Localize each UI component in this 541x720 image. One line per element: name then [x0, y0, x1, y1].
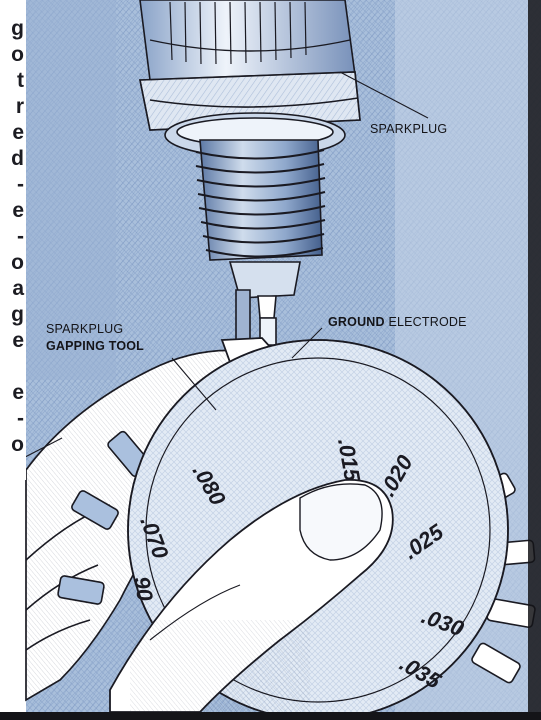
electrode-label: ELECTRODE [388, 315, 466, 329]
text-fragment: e [4, 330, 24, 352]
text-fragment: o [4, 44, 24, 66]
text-fragment: o [4, 434, 24, 456]
text-fragment: - [4, 408, 24, 430]
text-fragment: - [4, 174, 24, 196]
text-fragment: e [4, 122, 24, 144]
clipped-body-text: g o t r e d - e - o a g e e - o [0, 0, 26, 480]
bottom-rule [0, 712, 541, 720]
ground-label-bold: GROUND [328, 315, 385, 329]
sparkplug-label: SPARKPLUG [370, 122, 447, 136]
text-fragment: e [4, 200, 24, 222]
text-fragment: g [4, 18, 24, 40]
gauge-value: 90 [129, 575, 158, 604]
text-fragment: r [4, 96, 24, 118]
text-fragment: g [4, 304, 24, 326]
text-fragment: d [4, 148, 24, 170]
gapping-tool-label-line2: GAPPING TOOL [46, 339, 144, 353]
gapping-tool-label-text: GAPPING TOOL [46, 339, 144, 353]
text-fragment: - [4, 226, 24, 248]
text-fragment: a [4, 278, 24, 300]
text-fragment: e [4, 382, 24, 404]
ground-electrode-label: GROUND ELECTRODE [328, 315, 467, 329]
right-edge [528, 0, 541, 712]
text-fragment: o [4, 252, 24, 274]
text-fragment: t [4, 70, 24, 92]
gapping-tool-label-line1: SPARKPLUG [46, 322, 123, 336]
